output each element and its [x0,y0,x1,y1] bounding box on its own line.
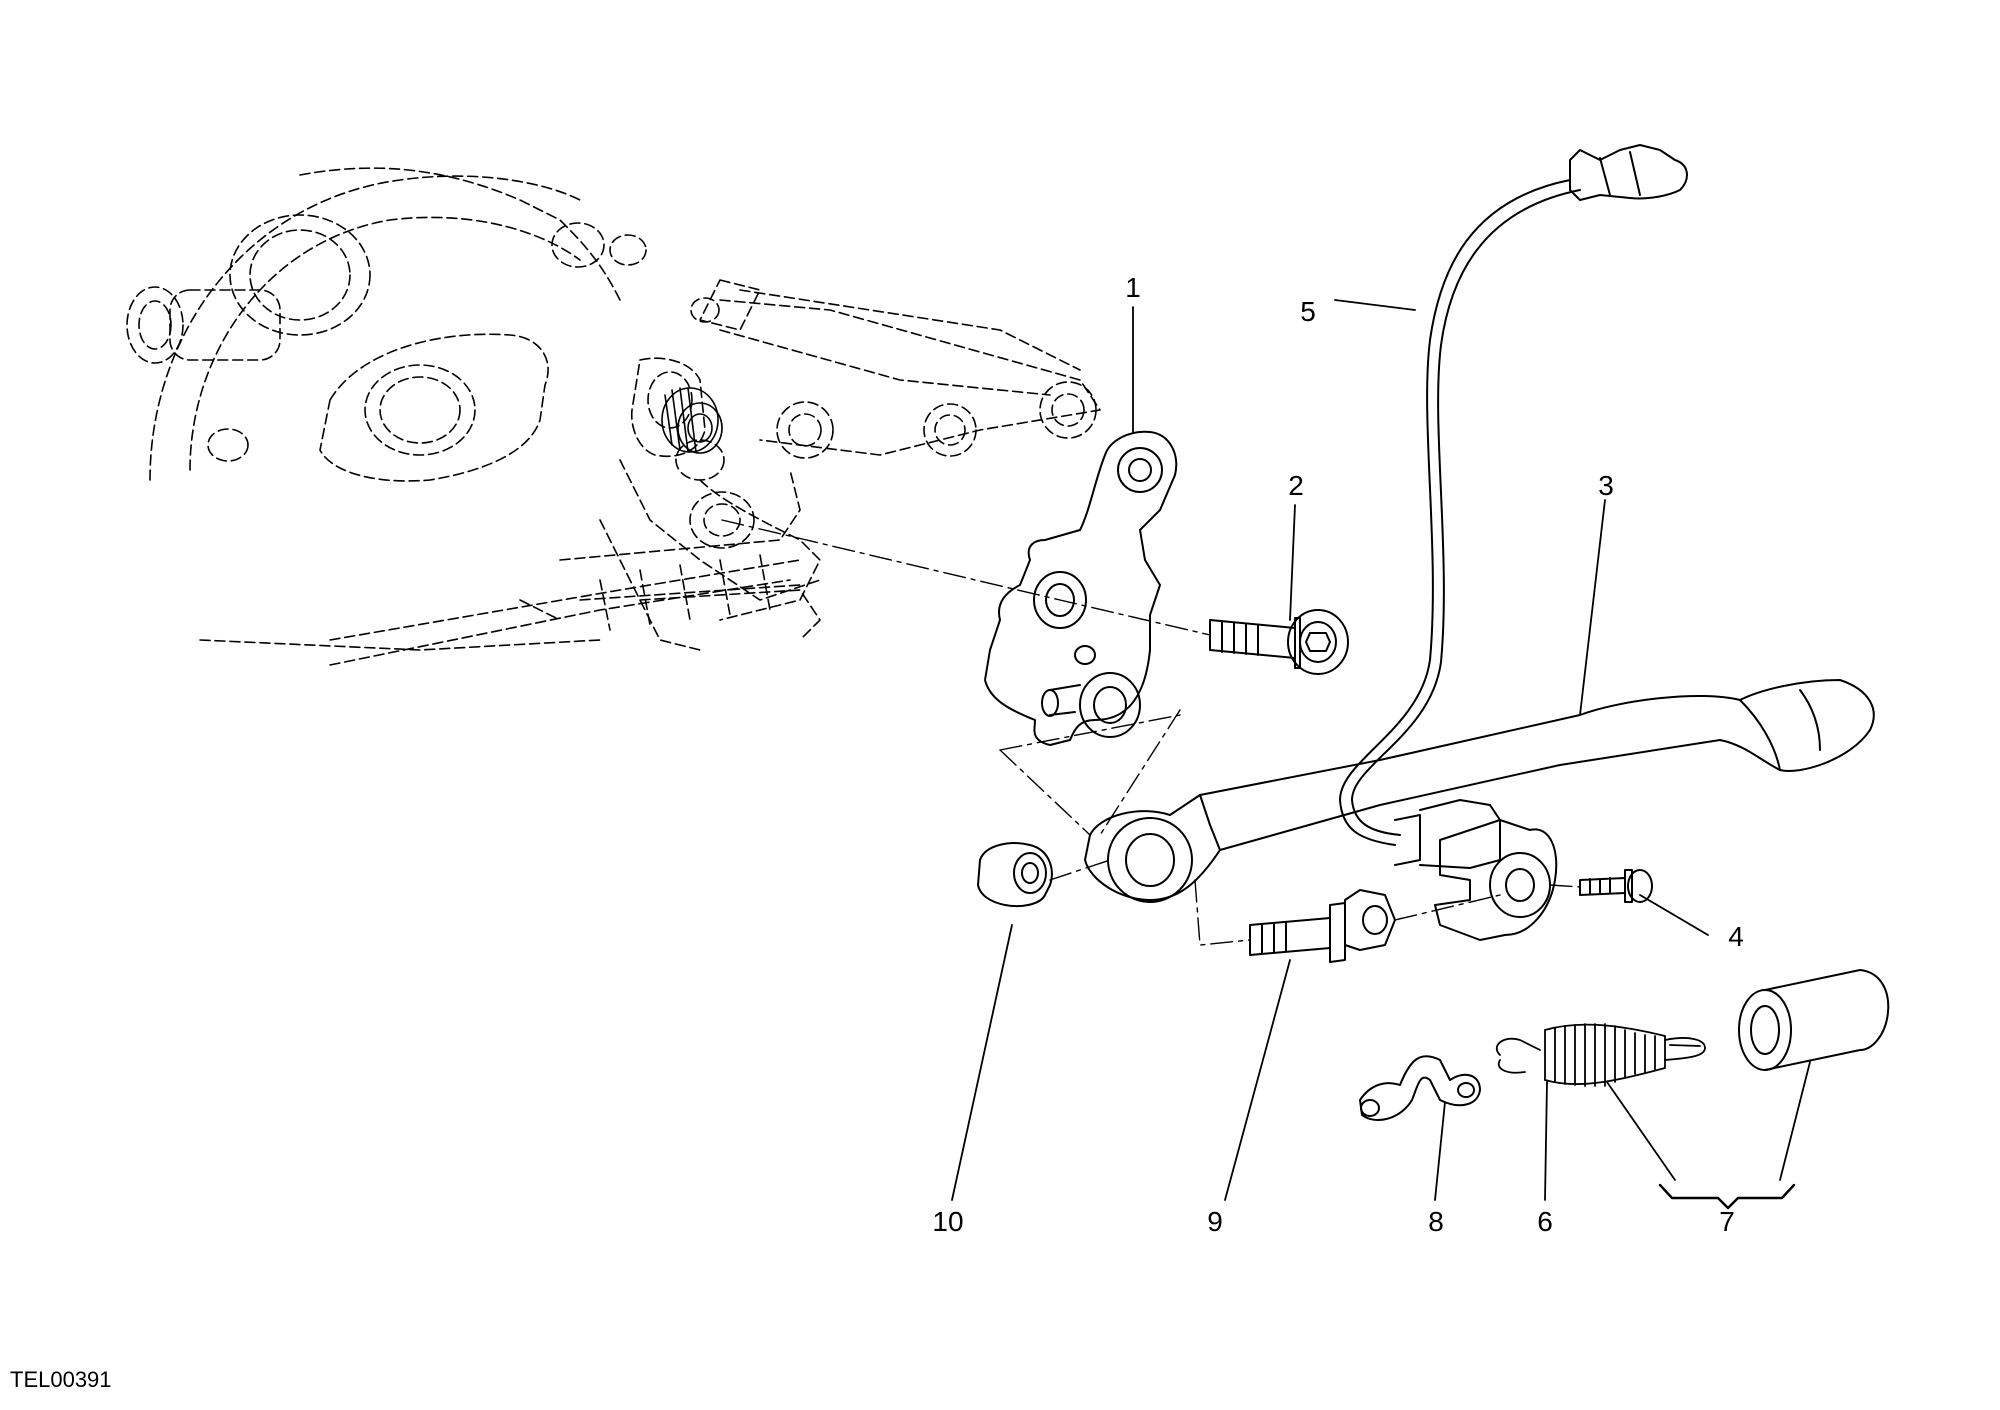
callout-7: 7 [1719,1206,1735,1237]
callout-1: 1 [1125,272,1141,303]
callout-3: 3 [1598,470,1614,501]
part-4-screw [1579,869,1653,903]
part-9-pivot-bolt [1249,889,1396,963]
part-10-bushing [977,842,1053,908]
callout-2: 2 [1288,470,1304,501]
part-7-sleeve [1738,969,1890,1071]
callout-5: 5 [1300,296,1316,327]
callout-10: 10 [932,1206,964,1237]
part-2-bolt [1209,609,1349,675]
callout-8: 8 [1428,1206,1444,1237]
gear-pinion [661,387,723,454]
callout-6: 6 [1537,1206,1553,1237]
part-1-stand-bracket [984,430,1178,746]
part-8-clip [1359,1055,1481,1121]
engine-case-ghost [126,167,1101,666]
kit-7-brace [1658,1183,1796,1210]
sensor-switch-bracket [1434,819,1558,941]
callout-4: 4 [1728,921,1744,952]
assembly-center-lines [721,519,1581,946]
part-6-spring [1495,1023,1706,1087]
part-3-side-stand [1084,679,1875,903]
drawing-code: TEL00391 [10,1367,112,1392]
part-5-sensor-cable [1339,144,1688,869]
callout-9: 9 [1207,1206,1223,1237]
leader-lines [951,299,1811,1201]
